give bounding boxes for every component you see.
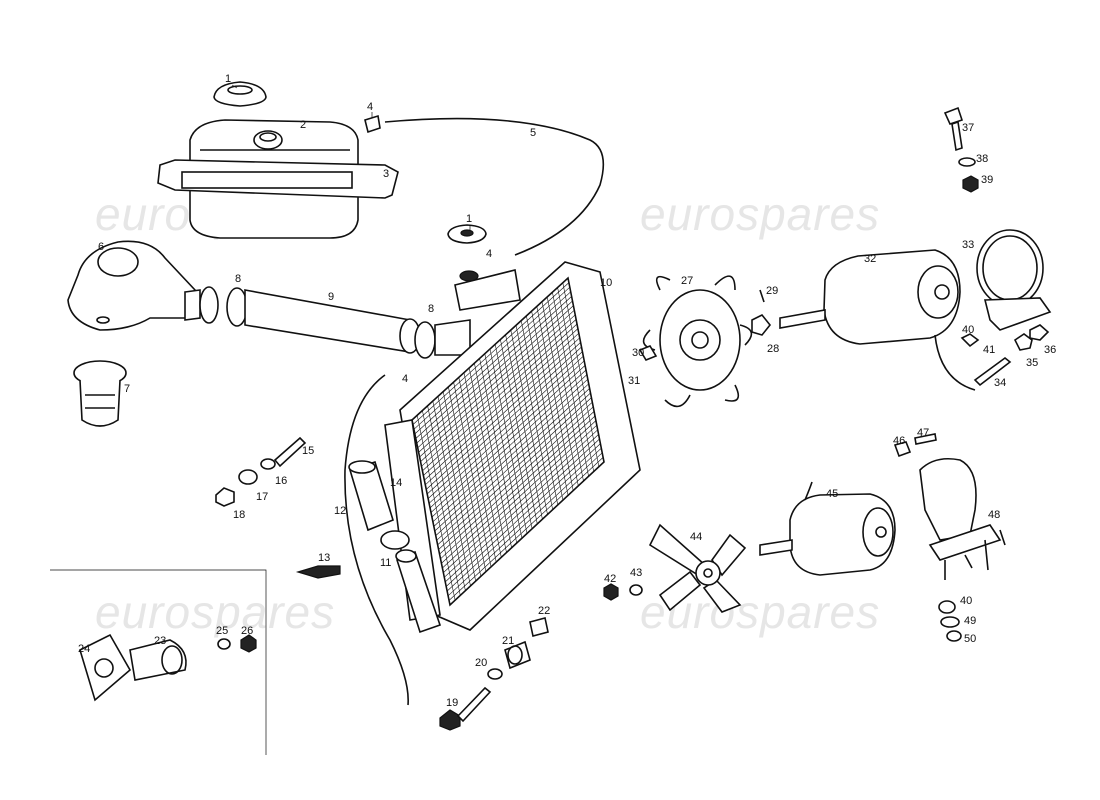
leader-lines [231, 84, 471, 230]
label-part-47: 47 [917, 427, 929, 439]
part-auxiliary-motor [759, 481, 896, 576]
label-part-25: 25 [216, 625, 228, 637]
label-part-44: 44 [690, 531, 702, 543]
label-part-38: 38 [976, 153, 988, 165]
label-part-40: 40 [962, 324, 974, 336]
label-part-29: 29 [766, 285, 778, 297]
label-part-34: 34 [994, 377, 1006, 389]
label-part-40b: 40 [960, 595, 972, 607]
label-part-15: 15 [302, 445, 314, 457]
label-part-45: 45 [826, 488, 838, 500]
label-part-24: 24 [78, 643, 90, 655]
label-part-27: 27 [681, 275, 693, 287]
label-part-20: 20 [475, 657, 487, 669]
label-part-36: 36 [1044, 344, 1056, 356]
label-part-41: 41 [983, 344, 995, 356]
label-part-8b: 8 [428, 303, 434, 315]
part-washer-stack [938, 600, 962, 642]
label-part-49: 49 [964, 615, 976, 627]
part-hose-clip [364, 114, 381, 134]
part-nut [638, 345, 658, 361]
part-bolt-set [215, 436, 307, 507]
inset-frame [50, 569, 267, 755]
label-part-6: 6 [98, 241, 104, 253]
part-drain-hose [344, 374, 409, 706]
label-part-37: 37 [962, 122, 974, 134]
part-screw-47 [914, 433, 937, 445]
part-auxiliary-fan [648, 523, 747, 613]
label-part-9: 9 [328, 291, 334, 303]
part-hose-clamp-3 [380, 530, 410, 550]
part-clamp-nut [1013, 333, 1033, 351]
label-part-4: 4 [367, 101, 373, 113]
part-labels: 1 2 3 4 5 1 4 6 8 9 8 10 7 4 15 16 17 18… [78, 73, 1056, 709]
label-part-23: 23 [154, 635, 166, 647]
label-part-4c: 4 [402, 373, 408, 385]
part-key [759, 289, 765, 303]
label-part-7: 7 [124, 383, 130, 395]
label-part-10: 10 [600, 277, 612, 289]
label-part-8: 8 [235, 273, 241, 285]
label-part-2: 2 [300, 119, 306, 131]
part-fan-nut [751, 313, 772, 336]
label-part-17: 17 [256, 491, 268, 503]
label-part-13: 13 [318, 552, 330, 564]
label-part-11: 11 [380, 557, 391, 569]
part-pipe-stub [184, 289, 201, 321]
radiator-core-lines [412, 282, 604, 601]
label-part-28: 28 [767, 343, 779, 355]
part-drain-tap [295, 565, 341, 579]
label-part-14: 14 [390, 477, 402, 489]
label-part-21: 21 [502, 635, 514, 647]
label-part-33: 33 [962, 239, 974, 251]
label-part-12: 12 [334, 505, 346, 517]
part-cooling-fan [642, 275, 753, 408]
part-motor-bracket [919, 457, 1006, 580]
label-part-1b: 1 [466, 213, 472, 225]
label-part-32: 32 [864, 253, 876, 265]
label-part-5: 5 [530, 127, 536, 139]
label-part-43: 43 [630, 567, 642, 579]
part-filler-cap-2 [447, 224, 487, 244]
part-nut-42 [603, 583, 619, 601]
watermark-top-right: eurospares [640, 188, 880, 240]
label-part-35: 35 [1026, 357, 1038, 369]
part-hose-clamp-2 [414, 321, 436, 359]
label-part-46: 46 [893, 435, 905, 447]
part-thermostat-flange [79, 633, 257, 702]
label-part-16: 16 [275, 475, 287, 487]
watermark-bottom-left: eurospares [95, 586, 335, 638]
part-thermostat-housing [67, 240, 196, 331]
part-bracket-bolt-set [943, 106, 979, 193]
label-part-1: 1 [225, 73, 231, 85]
part-mount-set [439, 617, 549, 731]
label-part-19: 19 [446, 697, 458, 709]
label-part-3: 3 [383, 168, 389, 180]
label-part-48: 48 [988, 509, 1000, 521]
label-part-4b: 4 [486, 248, 492, 260]
label-part-31: 31 [628, 375, 640, 387]
label-part-22: 22 [538, 605, 550, 617]
part-motor-clamp [976, 229, 1052, 331]
label-part-18: 18 [233, 509, 245, 521]
label-part-42: 42 [604, 573, 616, 585]
part-thermostat [73, 360, 127, 427]
label-part-50: 50 [964, 633, 976, 645]
label-part-30: 30 [632, 347, 644, 359]
radiator-core-grid [412, 282, 604, 601]
part-fan-motor [779, 249, 976, 391]
part-filler-cap [213, 81, 267, 107]
part-washer-43 [629, 584, 643, 596]
part-hose-clamp [199, 286, 248, 327]
part-overflow-hose [384, 117, 605, 256]
label-part-26: 26 [241, 625, 253, 637]
part-expansion-tank [157, 119, 399, 239]
part-clamp-bolt [973, 356, 1012, 387]
label-part-39: 39 [981, 174, 993, 186]
part-nut-46 [893, 441, 912, 458]
